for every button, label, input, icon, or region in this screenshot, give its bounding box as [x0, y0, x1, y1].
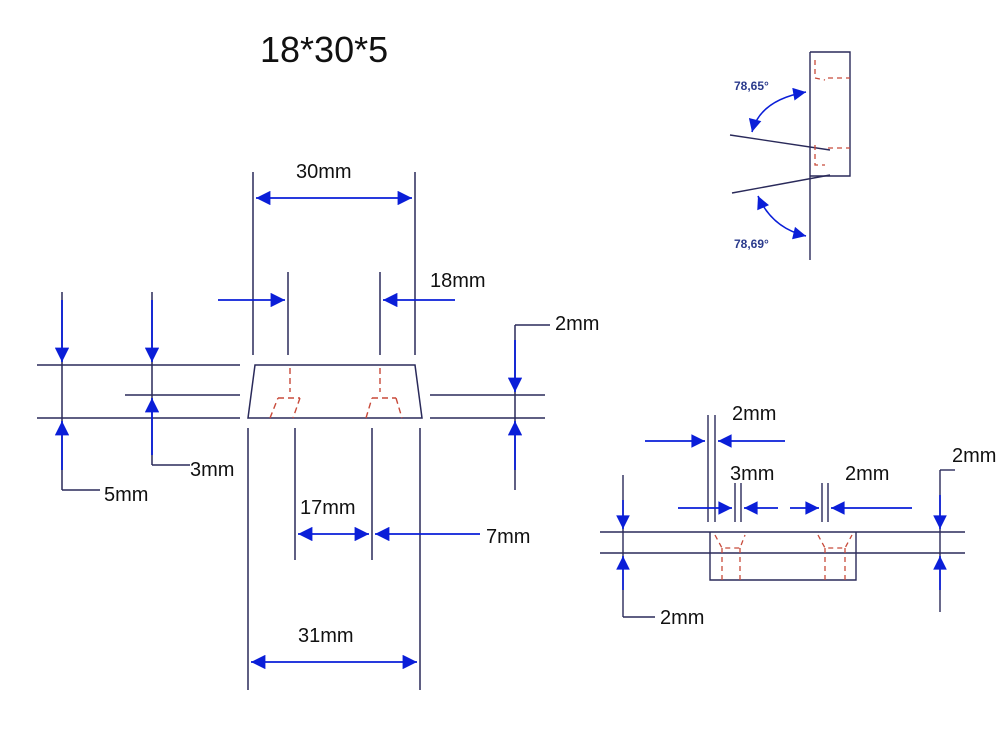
label-2mm-main: 2mm [555, 313, 599, 335]
slot-detail [600, 415, 965, 618]
detail-label-2mm-right: 2mm [952, 445, 996, 467]
label-3mm: 3mm [190, 459, 234, 481]
slot-detail-outline [709, 532, 857, 581]
label-31mm: 31mm [298, 625, 354, 647]
label-17mm: 17mm [300, 497, 356, 519]
slot-detail-hidden [714, 534, 853, 580]
angle-arc-lower [757, 195, 807, 240]
main-profile [37, 172, 550, 690]
angle-lower-label: 78,69° [734, 237, 769, 251]
detail-label-3mm: 3mm [730, 463, 774, 485]
label-5mm: 5mm [104, 484, 148, 506]
angle-detail [729, 51, 851, 260]
label-30mm: 30mm [296, 161, 352, 183]
part-outline [247, 364, 423, 419]
angle-part-outline [810, 51, 851, 177]
angle-hidden [814, 60, 850, 166]
label-18mm: 18mm [430, 270, 486, 292]
label-7mm: 7mm [486, 526, 530, 548]
slot-detail-arrows [616, 434, 947, 590]
angle-arc-upper [748, 87, 807, 133]
detail-label-2mm-c: 2mm [845, 463, 889, 485]
main-dim-arrows [54, 190, 523, 670]
angle-upper-label: 78,65° [734, 79, 769, 93]
detail-label-2mm-left: 2mm [660, 607, 704, 629]
title: 18*30*5 [260, 29, 388, 70]
hidden-slots [269, 368, 403, 419]
detail-label-2mm-a: 2mm [732, 403, 776, 425]
angle-arcs [748, 87, 807, 240]
